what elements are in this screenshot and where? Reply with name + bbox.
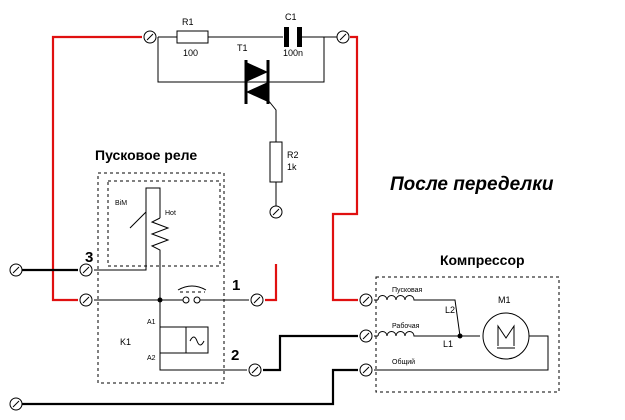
relay-outline xyxy=(97,172,225,384)
pin3-wire xyxy=(94,255,147,271)
pin2-run-wire xyxy=(263,334,358,372)
triac-branch-wire xyxy=(157,37,325,83)
c1-capacitor xyxy=(284,27,302,47)
coil-bottom-wire xyxy=(159,353,247,371)
terminals xyxy=(9,30,373,411)
pin2-number: 2 xyxy=(231,347,239,364)
compressor-title: Компрессор xyxy=(440,252,525,268)
k1-label: K1 xyxy=(120,337,131,347)
l1-label: L1 xyxy=(443,339,453,349)
pin1-number: 1 xyxy=(232,277,240,294)
pin3-number: 3 xyxy=(85,249,93,266)
common-label: Общий xyxy=(392,358,415,366)
c1-label: C1 xyxy=(285,12,297,22)
heater-element xyxy=(150,217,170,300)
r2-label: R2 xyxy=(287,150,299,160)
t1-label: T1 xyxy=(237,43,248,53)
thermal-outline xyxy=(107,180,221,267)
red-wire-left xyxy=(51,35,142,302)
m1-label: M1 xyxy=(498,295,511,305)
r1-value: 100 xyxy=(183,48,198,58)
a1-label: A1 xyxy=(147,319,156,326)
winding-junction-dot xyxy=(457,333,463,339)
red-wire-right xyxy=(331,35,359,302)
a2-label: A2 xyxy=(147,355,156,362)
l2-label: L2 xyxy=(445,305,455,315)
l2-winding xyxy=(377,295,461,337)
motor-m-symbol xyxy=(497,324,515,349)
mains-wire-2 xyxy=(22,368,358,406)
caption-after-modification: После переделки xyxy=(390,174,554,195)
r2-resistor xyxy=(269,141,283,183)
k1-coil xyxy=(159,326,187,354)
compressor-outline xyxy=(375,276,560,393)
l1-winding xyxy=(377,331,480,337)
run-winding-label: Рабочая xyxy=(392,322,420,330)
triac-t1 xyxy=(244,60,277,142)
r1-resistor xyxy=(176,30,209,44)
r2-value: 1k xyxy=(287,162,297,172)
c1-value: 100n xyxy=(283,48,303,58)
motor-m1 xyxy=(482,312,530,360)
relay-title: Пусковое реле xyxy=(95,147,197,163)
r1-label: R1 xyxy=(182,17,194,27)
bim-label: BiM xyxy=(115,200,127,207)
start-winding-label: Пусковая xyxy=(392,287,423,294)
red-wire-pin1 xyxy=(265,264,278,302)
relay-contacts xyxy=(175,285,212,304)
hot-label: Hot xyxy=(165,210,176,217)
k1-delay-symbol xyxy=(189,336,205,346)
common-wire xyxy=(374,335,549,371)
bimetal-contact xyxy=(129,187,161,255)
